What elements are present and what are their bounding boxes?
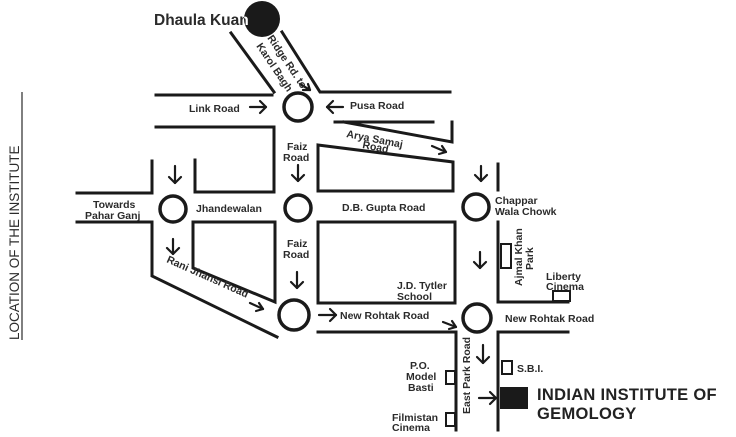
label-ajmal-1: Ajmal Khan [513, 228, 525, 286]
map-title: LOCATION OF THE INSTITUTE [7, 92, 23, 340]
label-towards-2: Pahar Ganj [85, 210, 141, 222]
label-jd-tytler-1: J.D. Tytler [397, 280, 447, 292]
label-filmistan-2: Cinema [392, 422, 430, 434]
arrow-faiz-mid [289, 270, 305, 290]
ajmal-khan-park-building [500, 243, 512, 269]
label-institute-1: INDIAN INSTITUTE OF [537, 386, 717, 404]
arya-samaj-road-top-edge [342, 120, 454, 144]
label-po-2: Model [406, 371, 436, 383]
chappar-road-right-lower [496, 220, 570, 304]
label-jd-tytler-2: School [397, 291, 432, 303]
label-dhaula-kuan-overlay: Dhaula Kuan [154, 12, 249, 29]
label-east-park-road: East Park Road [461, 337, 473, 414]
arrow-new-rohtak-east [317, 307, 338, 323]
label-filmistan-1: Filmistan [392, 412, 438, 424]
institute-building [500, 387, 528, 409]
roundabout-new-rohtak [461, 302, 493, 334]
block-jd-tytler [316, 220, 457, 305]
arrow-east-park-down [475, 343, 491, 365]
label-faiz-mid-2: Road [283, 249, 309, 261]
label-faiz-mid-1: Faiz [287, 238, 307, 250]
liberty-cinema-building [552, 290, 571, 302]
label-arya-samaj-2: Road [361, 139, 389, 156]
label-po-3: Basti [408, 382, 434, 394]
roundabout-jhandewalan [158, 194, 188, 224]
label-faiz-top-2: Road [283, 152, 309, 164]
arrow-ridge-road [298, 82, 312, 92]
ridge-road-left-edge [228, 30, 277, 95]
label-rani-jhansi-road: Rani Jhansi Road [165, 254, 250, 301]
arrow-institute [477, 390, 498, 406]
roundabout-chappar-wala-chowk [461, 192, 491, 222]
label-sbi: S.B.I. [517, 363, 543, 375]
label-liberty-1: Liberty [546, 271, 581, 283]
block-jhandewalan-faiz [191, 220, 277, 305]
roundabout-link-pusa [282, 91, 314, 123]
jhandewalan-top-block [193, 158, 276, 194]
direction-arrows [165, 82, 498, 406]
label-faiz-top-1: Faiz [287, 141, 307, 153]
rani-jhansi-road-outer-edge [75, 220, 280, 340]
map-title-text: LOCATION OF THE INSTITUTE [7, 145, 22, 340]
label-pusa-road: Pusa Road [350, 100, 404, 112]
label-institute-2: GEMOLOGY [537, 405, 637, 423]
arrow-chappar-down [472, 250, 488, 270]
label-chappar-2: Wala Chowk [495, 206, 557, 218]
link-road-bottom-edge [154, 125, 276, 192]
label-jhandewalan: Jhandewalan [196, 203, 262, 215]
arrow-arya-samaj [430, 144, 448, 156]
arrow-link-road [248, 99, 268, 115]
arrow-chappar-top [473, 164, 489, 183]
block-arya-samaj [316, 143, 455, 193]
label-po-1: P.O. [410, 360, 430, 372]
road-network [75, 29, 570, 432]
label-liberty-2: Cinema [546, 281, 584, 293]
filmistan-cinema-building [445, 412, 456, 427]
arrow-new-rohtak-to-chowk [441, 319, 458, 331]
label-db-gupta-road: D.B. Gupta Road [342, 202, 425, 214]
arrow-rani-jhansi [248, 301, 265, 313]
arrow-jhandewalan-bottom [165, 237, 181, 256]
label-new-rohtak-road-2: New Rohtak Road [505, 313, 594, 325]
new-rohtak-road-bottom-edge [316, 330, 458, 432]
po-model-basti-building [445, 370, 456, 385]
dhaula-kuan-marker [244, 1, 280, 37]
label-towards-1: Towards [93, 199, 136, 211]
label-new-rohtak-road-1: New Rohtak Road [340, 310, 429, 322]
buildings [445, 243, 571, 427]
arrow-pusa-road [325, 99, 345, 115]
label-ajmal-2: Park [524, 247, 536, 270]
sbi-building [501, 360, 513, 375]
label-dhaula-kuan: Dhaula Kuan [154, 12, 249, 29]
pahar-ganj-road-top-edge [75, 159, 154, 195]
ridge-road-right-edge [279, 29, 452, 94]
roundabout-rani-jhansi [277, 298, 311, 332]
label-link-road: Link Road [189, 103, 240, 115]
arrow-jhandewalan-top [167, 164, 183, 185]
roundabout-db-gupta [283, 193, 313, 223]
arrow-faiz-top [290, 163, 306, 183]
label-chappar-1: Chappar [495, 195, 538, 207]
roundabouts [158, 1, 493, 334]
east-park-road-right-edge [496, 330, 570, 432]
